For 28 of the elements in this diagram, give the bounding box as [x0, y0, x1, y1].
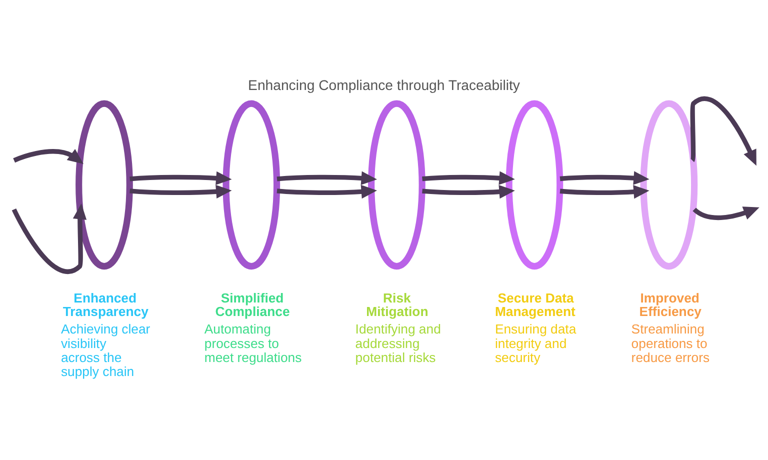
node-label: Secure Data Management	[494, 290, 576, 319]
arrow	[692, 206, 760, 220]
arrow	[12, 204, 87, 274]
arrow	[422, 171, 515, 185]
node-ellipse	[76, 100, 133, 270]
node-ellipse	[368, 100, 426, 270]
node-label: Enhanced Transparency	[62, 290, 148, 319]
node-label: Achieving clear visibility across the supply chain	[60, 322, 150, 380]
arrow	[276, 184, 378, 199]
node-label: Improved Efficiency	[639, 290, 702, 319]
diagram-title: Enhancing Compliance through Traceability	[248, 76, 520, 93]
node-ellipse	[640, 100, 698, 270]
arrow	[130, 184, 232, 199]
node-ellipse	[506, 100, 564, 270]
node-ellipse	[222, 100, 280, 270]
arrow	[276, 171, 378, 186]
node-label: Ensuring data integrity and security	[494, 322, 576, 365]
node-label: Simplified Compliance	[215, 290, 290, 319]
node-label: Streamlining operations to reduce errors	[631, 322, 710, 365]
arrow	[560, 171, 650, 185]
node-label: Automating processes to meet regulations	[204, 322, 302, 365]
node-label: Identifying and addressing potential risks	[355, 322, 441, 365]
node-label: Risk Mitigation	[366, 290, 428, 319]
arrow	[560, 185, 650, 199]
arrow	[690, 96, 756, 166]
arrow	[422, 184, 515, 199]
arrow	[13, 149, 84, 164]
arrow	[130, 171, 232, 186]
